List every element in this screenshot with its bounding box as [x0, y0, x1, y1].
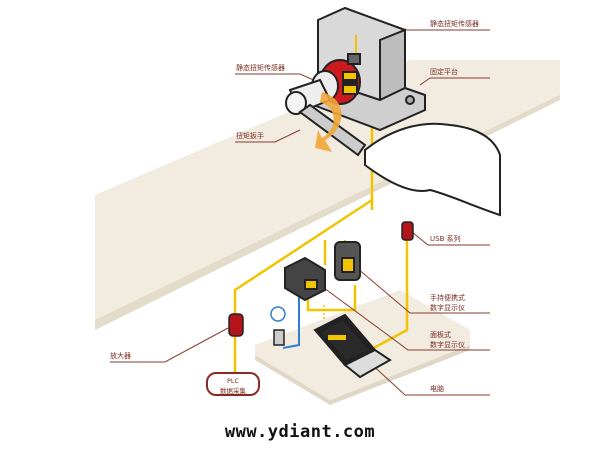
- desk-edge: [255, 345, 470, 405]
- blue-cable: [282, 290, 300, 349]
- plc-line1: PLC: [226, 377, 240, 385]
- website-url: www.ydiant.com: [224, 422, 376, 442]
- panel-line2: 数字显示仪: [430, 341, 465, 349]
- power-plug: [270, 306, 286, 346]
- label-static-torque-sensor-top: 静态扭矩传感器: [430, 20, 479, 28]
- amplifier-device: [228, 313, 244, 337]
- handheld-line2: 数字显示仪: [430, 304, 465, 312]
- laptop: [313, 313, 392, 379]
- handheld-display: [334, 241, 361, 281]
- label-handheld-display: 手持便携式数字显示仪: [430, 293, 465, 313]
- label-fixed-platform: 固定平台: [430, 68, 458, 76]
- label-torque-wrench: 扭矩扳手: [236, 132, 264, 140]
- label-usb-series: USB 系列: [430, 235, 461, 243]
- rotation-arrow-icon: [315, 92, 342, 152]
- label-panel-display: 面板式数字显示仪: [430, 330, 465, 350]
- usb-device: [401, 221, 414, 241]
- panel-display: [284, 256, 326, 302]
- hand: [364, 122, 501, 217]
- plc-line2: 数据采集: [220, 387, 246, 395]
- handheld-line1: 手持便携式: [430, 294, 465, 302]
- label-computer: 电脑: [430, 385, 444, 393]
- static-torque-sensor: [311, 53, 361, 105]
- label-static-torque-sensor-left: 静态扭矩传感器: [236, 64, 285, 72]
- panel-line1: 面板式: [430, 331, 451, 339]
- plc-data-acquisition-box: PLC 数据采集: [206, 372, 260, 396]
- label-amplifier: 放大器: [110, 352, 131, 360]
